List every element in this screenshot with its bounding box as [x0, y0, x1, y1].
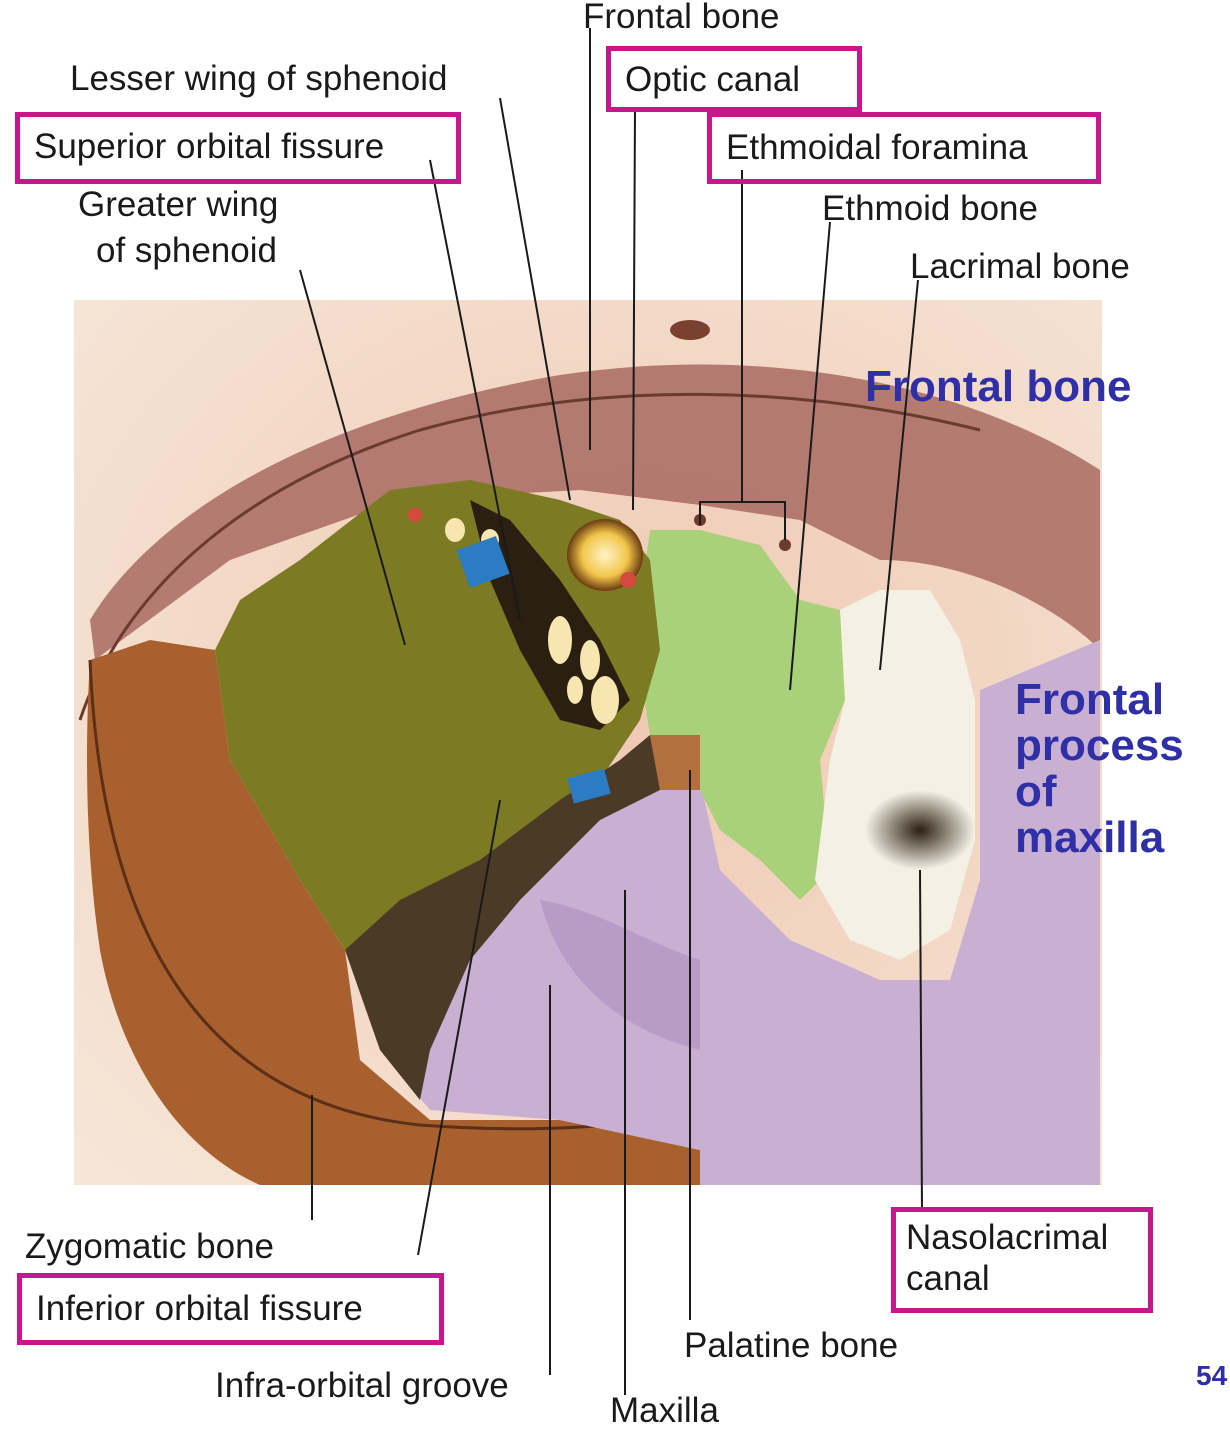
- label-nasolacrimal-line2: canal: [906, 1259, 1138, 1300]
- annotation-frontal-process-line2: process: [1015, 724, 1184, 768]
- label-maxilla: Maxilla: [610, 1390, 719, 1431]
- label-zygomatic-bone: Zygomatic bone: [25, 1226, 274, 1267]
- label-palatine-bone: Palatine bone: [684, 1325, 898, 1366]
- label-superior-orbital-fissure: Superior orbital fissure: [15, 112, 461, 184]
- annotation-frontal-process-line1: Frontal: [1015, 678, 1164, 722]
- label-ethmoid-bone: Ethmoid bone: [822, 188, 1038, 229]
- label-greater-wing-line2: of sphenoid: [96, 230, 277, 271]
- label-infra-orbital-groove: Infra-orbital groove: [215, 1365, 509, 1406]
- label-lesser-wing: Lesser wing of sphenoid: [70, 58, 447, 99]
- label-frontal-bone: Frontal bone: [583, 0, 780, 37]
- annotation-frontal-bone: Frontal bone: [865, 365, 1131, 409]
- label-ethmoidal-foramina: Ethmoidal foramina: [707, 112, 1101, 184]
- label-inferior-orbital-fissure: Inferior orbital fissure: [17, 1273, 444, 1345]
- nasolacrimal-canal-shadow: [865, 790, 975, 870]
- label-lacrimal-bone: Lacrimal bone: [910, 246, 1130, 287]
- label-nasolacrimal-canal: Nasolacrimal canal: [891, 1207, 1153, 1313]
- annotation-frontal-process-line4: maxilla: [1015, 816, 1164, 860]
- label-nasolacrimal-line1: Nasolacrimal: [906, 1218, 1138, 1259]
- label-optic-canal: Optic canal: [606, 46, 862, 112]
- page-number: 54: [1196, 1360, 1227, 1392]
- label-greater-wing-line1: Greater wing: [78, 184, 278, 225]
- annotation-frontal-process-line3: of: [1015, 770, 1057, 814]
